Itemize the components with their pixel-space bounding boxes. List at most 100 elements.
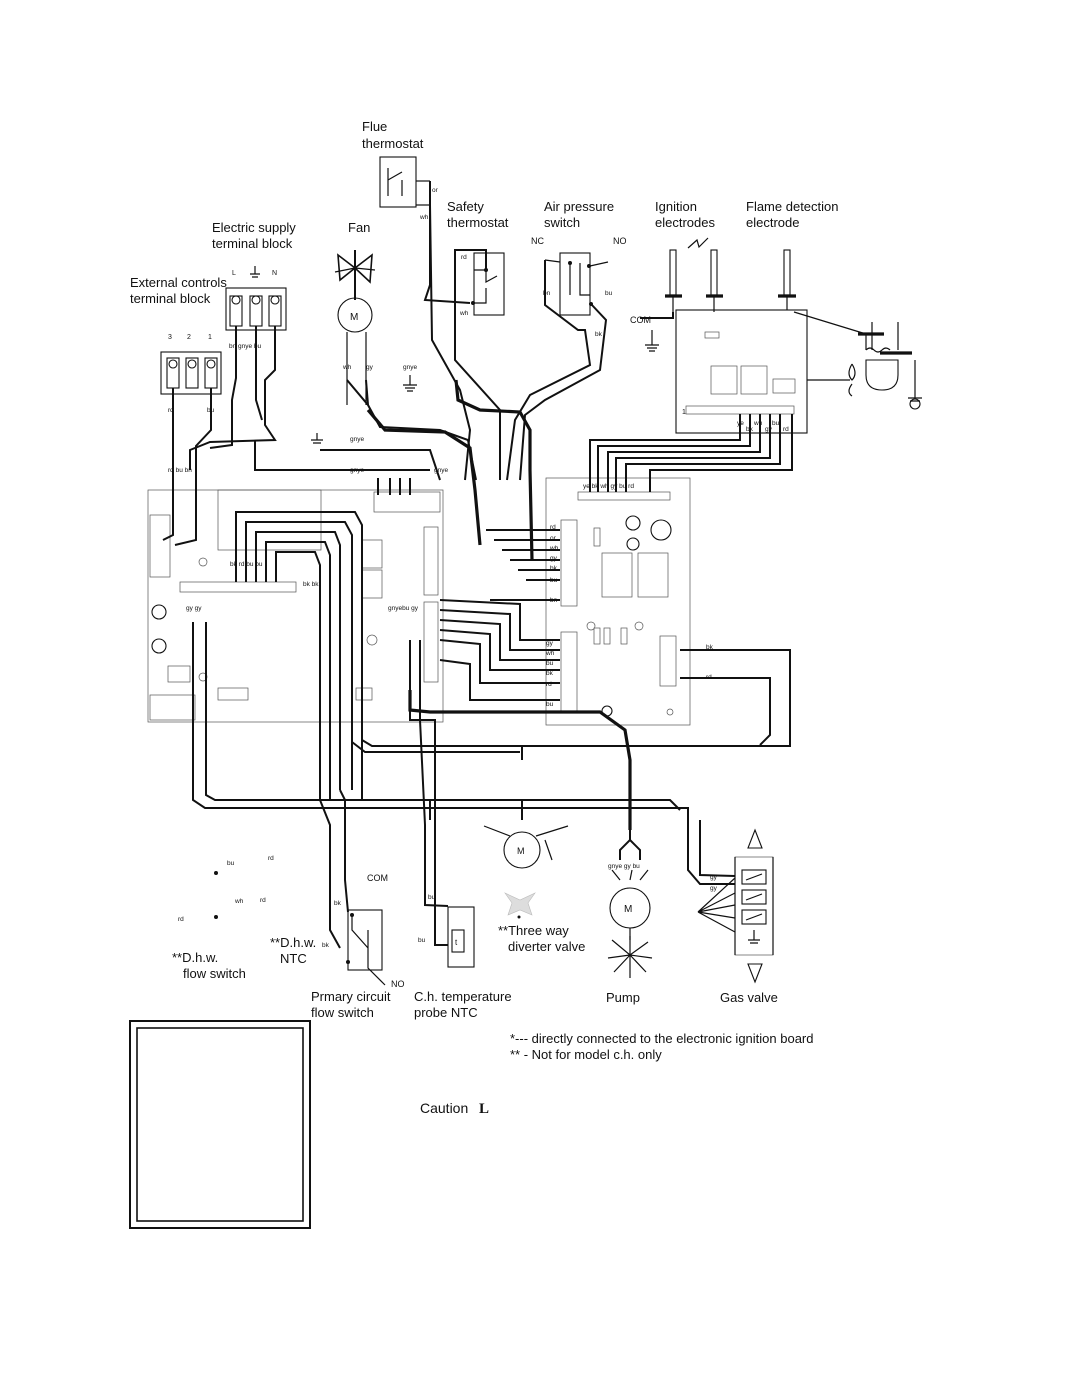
icb-l2-gy: gy [546,640,554,647]
ch-temperature-probe: bu bu t C.h. temperature probe NTC [414,894,512,1020]
pcb-wires-bkbk: bk bk [303,581,319,588]
ign-wire-wh: wh [753,420,763,427]
icb-l-gy: gy [550,555,558,562]
external-controls-label-1: External controls [130,275,227,290]
dhw-components: bu rd wh rd rd **D.h.w. bk NTC **D.h.w. … [172,855,330,981]
supply-wires: bn gnye bu [229,343,262,350]
flue-wire-or: or [432,187,439,194]
icb-l2-bu: bu [546,660,554,667]
flame-detection-label-2: electrode [746,215,799,230]
probe-label-2: probe NTC [414,1005,478,1020]
flue-thermostat: or wh [379,156,439,221]
pfs-label-2: flow switch [311,1005,374,1020]
ignition-transformer [848,322,922,410]
flue-wire-wh: wh [419,214,429,221]
ext-t3: 3 [168,334,172,341]
dhw-flow-label-2: flow switch [183,966,246,981]
dhw-flow-label-1: **D.h.w. [172,950,218,965]
fan: M wh gy gnye [334,250,417,405]
three-way-label-1: **Three way [498,923,569,938]
air-pressure-switch-label-1: Air pressure [544,199,614,214]
primary-flow-switch: bk COM NO Prmary circuit flow switch [311,873,405,1020]
pcb-wire-gnye-1: gnye [350,436,364,443]
supply-N: N [272,270,277,277]
gas-wire-gy-2: gy [710,885,718,892]
pump: gnye gy bu M Pump [606,863,653,1005]
dhw-ntc-wire-bk: bk [322,942,330,949]
dhw-wire-rd-3: rd [178,916,184,923]
probe-t: t [455,938,458,947]
dhw-ntc-label-2: NTC [280,951,307,966]
flame-detection-electrode [778,249,796,310]
fan-wire-gnye: gnye [403,364,417,371]
ext-wire-rd: rd [168,407,174,414]
fan-wire-gy: gy [366,364,374,371]
icb-l2-rd: rd [546,681,552,688]
caution-text: Caution [420,1100,468,1116]
probe-wire-bu-2: bu [418,937,426,944]
note-not-for-ch: ** - Not for model c.h. only [510,1047,662,1062]
pump-label: Pump [606,990,640,1005]
flame-detection-label-1: Flame detection [746,199,839,214]
pfs-com: COM [367,873,388,883]
caution-symbol: L [479,1101,489,1117]
ign-wire-bu: bu [772,420,780,427]
com-label: COM [630,315,651,325]
fan-motor-label: M [350,312,358,323]
three-way-label-2: diverter valve [508,939,585,954]
aps-wire-bu: bu [605,290,613,297]
external-controls-label-2: terminal block [130,291,211,306]
aps-no: NO [613,236,627,246]
icb-l-wh: wh [549,545,559,552]
pcb-wires-gygy: gy gy [186,605,202,612]
icb-l2-bk: bk [546,670,554,677]
icb-l2-bu2: bu [546,701,554,708]
gas-valve: gy gy Gas valve [710,828,778,1005]
ignition-electrodes-label-2: electrodes [655,215,715,230]
icb-l-or: or [550,535,557,542]
dhw-wire-rd-2: rd [260,897,266,904]
air-pressure-switch-label-2: switch [544,215,580,230]
pfs-no: NO [391,979,405,989]
dhw-wire-wh: wh [234,898,244,905]
ignition-electrodes: COM [630,237,723,352]
ignition-control-board: ye bk wh gy bu rd rd or wh gy bk bu bn g… [545,477,714,726]
safety-wire-wh: wh [459,310,469,317]
pcb-wires-gnyebugy: gnyebu gy [388,605,419,612]
fan-motor-icon [337,297,373,333]
icb-l2-wh: wh [545,650,555,657]
fan-label: Fan [348,220,370,235]
ign-wire-rd: rd [783,426,789,433]
electric-supply-label-2: terminal block [212,236,293,251]
icb-l-rd: rd [550,524,556,531]
three-way-motor-label: M [517,846,525,856]
wiring-harness [162,181,793,949]
air-pressure-switch: NC NO bn bu bk [531,236,627,338]
electric-supply-label-1: Electric supply [212,220,296,235]
icb-l-bk: bk [550,565,558,572]
pcb-wires-rdbubn: rd bu bn [168,467,192,474]
icb-r-bk: bk [706,644,714,651]
ext-t2: 2 [187,334,191,341]
dhw-ntc-label-1: **D.h.w. [270,935,316,950]
probe-label-1: C.h. temperature [414,989,512,1004]
supply-L: L [232,270,236,277]
probe-wire-bu-1: bu [428,894,436,901]
flue-thermostat-label-2: thermostat [362,136,424,151]
safety-thermostat: rd wh [459,252,505,317]
ign-wire-gy: gy [765,426,773,433]
ign-pin-1: 1 [682,409,686,416]
ignition-board: 1 ye wh bu bk gy rd [675,309,867,434]
dhw-wire-bu: bu [227,860,235,867]
pfs-label-1: Prmary circuit [311,989,391,1004]
framed-box [129,1020,311,1229]
safety-thermostat-label-2: thermostat [447,215,509,230]
aps-nc: NC [531,236,544,246]
pcb-wire-gnye-3: gnye [434,467,448,474]
note-directly-connected: *--- directly connected to the electroni… [510,1031,814,1046]
pump-wires: gnye gy bu [608,863,640,870]
ignition-electrodes-label-1: Ignition [655,199,697,214]
pump-motor-label: M [624,904,632,915]
aps-wire-bk: bk [595,331,603,338]
